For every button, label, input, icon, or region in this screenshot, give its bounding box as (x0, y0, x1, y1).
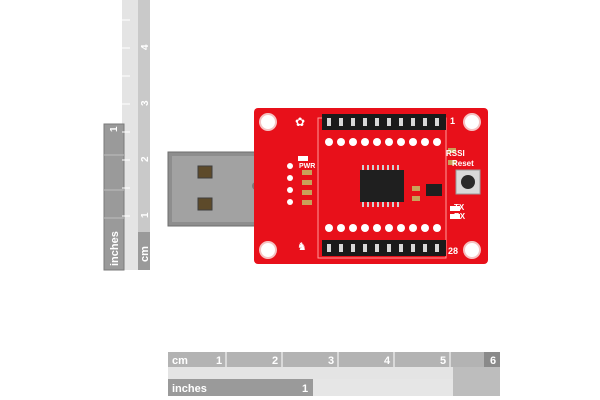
vertical-cm-number-3: 3 (140, 100, 151, 106)
horizontal-cm-number-1: 1 (216, 355, 222, 367)
vertical-ruler: inches cm 1 2 1 3 4 (103, 0, 151, 271)
pin-28-label: 28 (448, 246, 458, 256)
horizontal-cm-number-5: 5 (440, 355, 446, 367)
xbee-explorer-board: ✿ ♞ 1 28 RSSI Reset TX RX PWR (254, 108, 488, 264)
rx-label: RX (454, 212, 466, 221)
horizontal-cm-label: cm (172, 355, 188, 367)
reset-label: Reset (452, 159, 474, 168)
ftdi-chip (360, 165, 404, 207)
regulator-chip (426, 184, 442, 196)
vertical-inches-label: inches (109, 231, 121, 266)
sparkfun-logo-icon: ♞ (297, 241, 307, 253)
horizontal-cm-number-4: 4 (384, 355, 391, 367)
rssi-label: RSSI (446, 149, 465, 158)
horizontal-ruler: cm 1 2 3 4 5 6 inches 1 (168, 352, 500, 396)
vertical-cm-number-4: 4 (140, 44, 151, 50)
status-leds (298, 156, 460, 219)
vertical-inch-number-1: 1 (109, 126, 120, 132)
horizontal-cm-number-2: 2 (272, 355, 278, 367)
vertical-cm-label: cm (139, 246, 151, 262)
through-hole-pads (287, 138, 441, 232)
bottom-pin-header (322, 240, 446, 256)
horizontal-inch-number-1: 1 (302, 383, 308, 395)
mounting-holes (259, 113, 481, 259)
sparkfun-flame-icon: ✿ (295, 115, 305, 129)
horizontal-inches-label: inches (172, 383, 207, 395)
passive-components (302, 148, 456, 205)
vertical-inch-number-2: 2 (140, 156, 151, 162)
top-pin-header (322, 114, 446, 130)
horizontal-cm-number-6: 6 (490, 355, 496, 367)
pwr-label: PWR (299, 163, 315, 170)
tx-label: TX (454, 203, 465, 212)
horizontal-cm-number-3: 3 (328, 355, 334, 367)
pin-1-label: 1 (450, 116, 455, 126)
vertical-cm-number-1: 1 (140, 212, 151, 218)
reset-button (455, 169, 481, 195)
